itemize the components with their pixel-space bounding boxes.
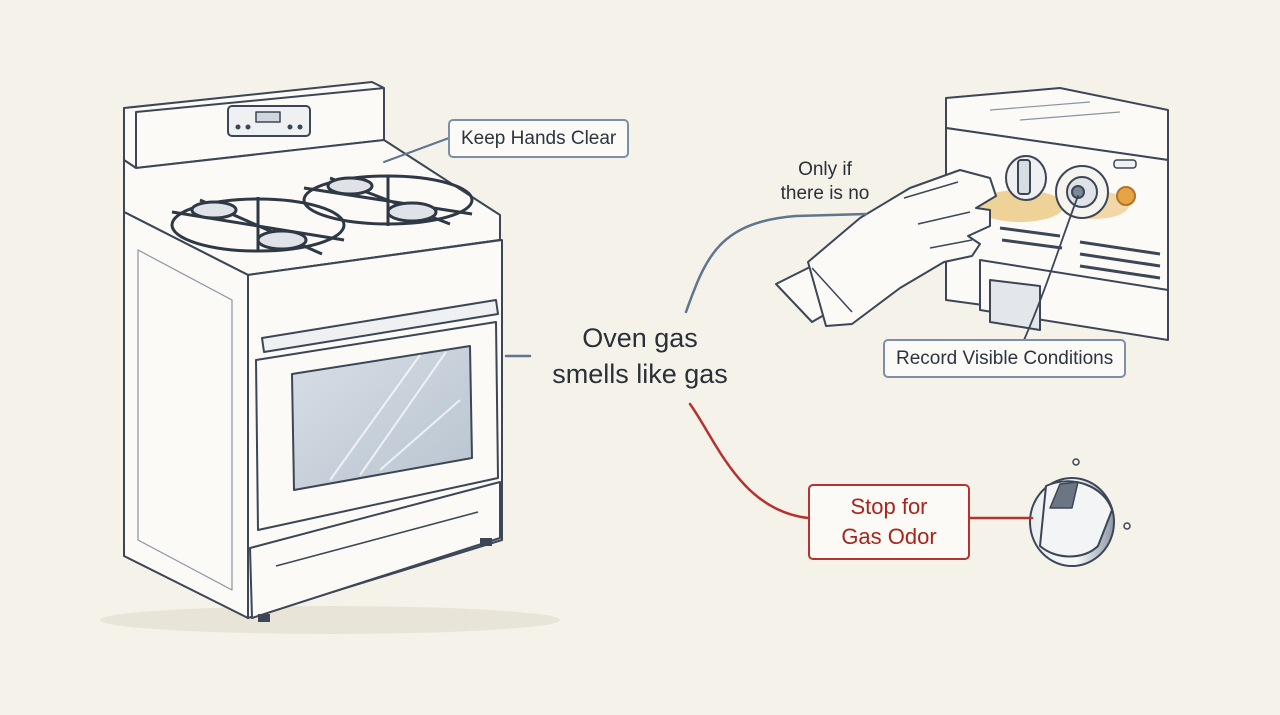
center-label-line1: Oven gas [582,323,698,353]
only-if-line2: there is no [780,183,870,204]
center-label: Oven gas smells like gas [520,320,760,392]
stop-for-gas-odor-line2: Gas Odor [841,524,937,549]
oven-control-panel-illustration [945,87,1169,341]
control-knob-icon [1029,458,1131,567]
only-if-line1: Only if [798,159,852,180]
center-label-line2: smells like gas [552,359,728,389]
stop-for-gas-odor-callout: Stop for Gas Odor [808,484,970,560]
stop-for-gas-odor-line1: Stop for [850,494,928,519]
gas-range-illustration [100,81,560,634]
record-visible-conditions-callout: Record Visible Conditions [883,339,1127,378]
keep-hands-clear-callout: Keep Hands Clear [448,119,630,158]
only-if-callout: Only if there is no [760,158,890,206]
gloved-hand-icon [775,169,997,327]
connector-lines [383,137,1079,520]
